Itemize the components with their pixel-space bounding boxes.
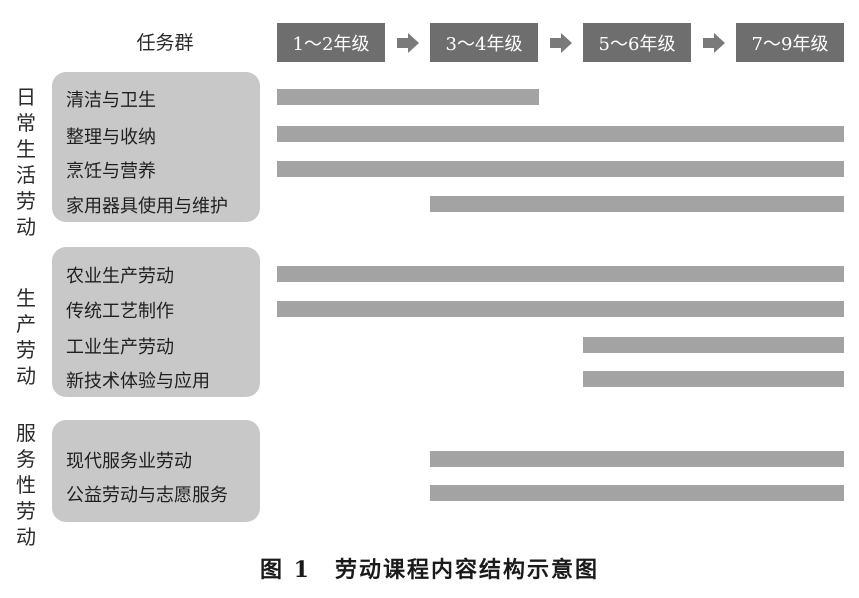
group-box-service (52, 420, 260, 522)
bar-organizing-storage (277, 126, 844, 142)
bar-agricultural-labor (277, 266, 844, 282)
bar-cleaning-hygiene (277, 89, 539, 105)
group-box-daily-life (52, 72, 260, 222)
task-label: 工业生产劳动 (66, 337, 174, 358)
grade-box-3-4: 3～4年级 (430, 23, 538, 62)
arrow-right-icon (703, 33, 725, 53)
grade-box-7-9: 7～9年级 (736, 23, 844, 62)
task-label: 现代服务业劳动 (66, 451, 192, 472)
task-group-header: 任务群 (136, 32, 194, 54)
task-label: 家用器具使用与维护 (66, 196, 228, 217)
bar-household-appliances (430, 196, 844, 212)
bar-industrial-labor (583, 337, 844, 353)
bar-new-technology (583, 371, 844, 387)
grade-box-5-6: 5～6年级 (583, 23, 691, 62)
bar-modern-service (430, 451, 844, 467)
figure-caption: 图 1 劳动课程内容结构示意图 (260, 557, 599, 583)
task-label: 清洁与卫生 (66, 90, 156, 111)
bar-volunteer-service (430, 485, 844, 501)
grade-box-1-2: 1～2年级 (277, 23, 385, 62)
category-title-daily-life: 日常生活劳动 (16, 85, 36, 239)
task-label: 烹饪与营养 (66, 161, 156, 182)
category-title-production: 生产劳动 (16, 286, 36, 388)
arrow-right-icon (397, 33, 419, 53)
bar-cooking-nutrition (277, 161, 844, 177)
task-label: 传统工艺制作 (66, 301, 174, 322)
arrow-right-icon (550, 33, 572, 53)
group-box-production (52, 247, 260, 397)
task-label: 新技术体验与应用 (66, 371, 210, 392)
task-label: 整理与收纳 (66, 127, 156, 148)
task-label: 公益劳动与志愿服务 (66, 485, 228, 506)
task-label: 农业生产劳动 (66, 266, 174, 287)
bar-traditional-crafts (277, 301, 844, 317)
category-title-service: 服务性劳动 (16, 421, 36, 549)
